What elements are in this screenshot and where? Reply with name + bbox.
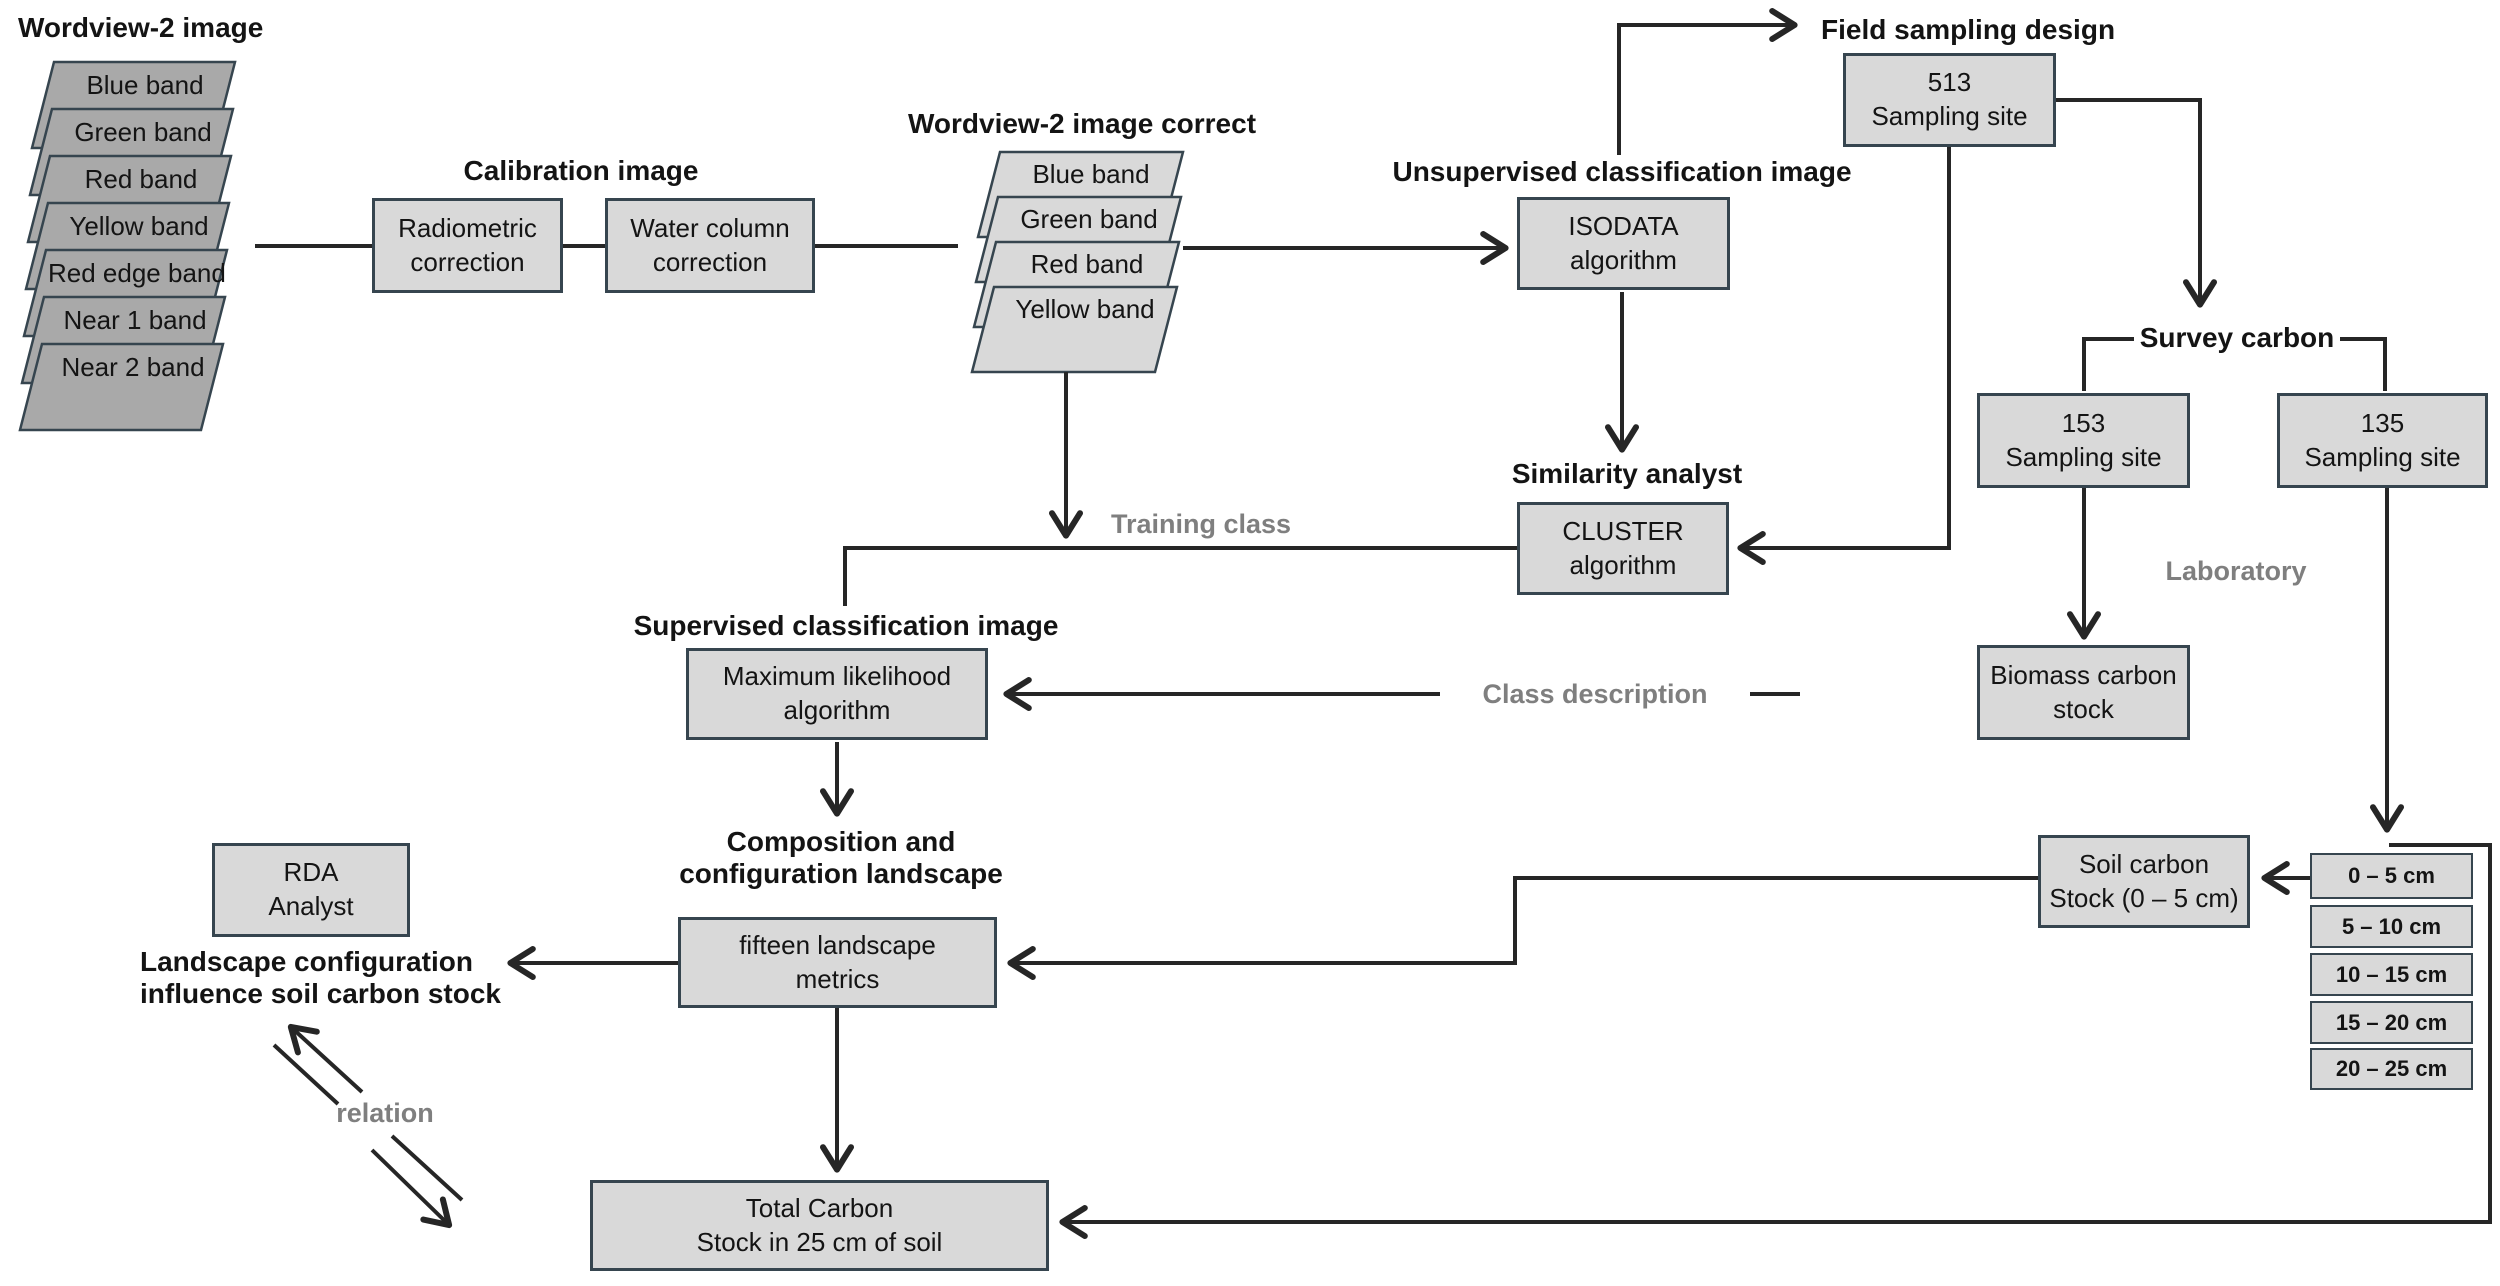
box-line: Stock (0 – 5 cm) xyxy=(2049,882,2239,913)
landscape-line2: influence soil carbon stock xyxy=(140,978,501,1010)
title-supervised: Supervised classification image xyxy=(633,610,1059,641)
box-line: CLUSTER xyxy=(1562,515,1684,546)
title-worldview2-correct: Wordview-2 image correct xyxy=(907,108,1257,139)
band-label: Red band xyxy=(1030,249,1144,279)
band-label: Red edge band xyxy=(48,258,226,288)
depth-box-20-25: 20 – 25 cm xyxy=(2310,1048,2473,1090)
box-line: algorithm xyxy=(1569,549,1677,580)
box-line: 135 xyxy=(2360,407,2405,438)
box-water-column-correction: Water column correction xyxy=(605,198,815,293)
title-calibration-image: Calibration image xyxy=(463,155,699,186)
band-label: Green band xyxy=(74,117,212,147)
band-label: Green band xyxy=(1020,204,1158,234)
band-label: Blue band xyxy=(86,70,204,100)
band-label: Near 1 band xyxy=(63,305,207,335)
box-line: Sampling site xyxy=(2304,441,2461,472)
box-513-sampling-site: 513 Sampling site xyxy=(1843,53,2056,147)
title-composition-landscape: Composition and configuration landscape xyxy=(641,826,1041,890)
box-line: Stock in 25 cm of soil xyxy=(696,1226,943,1257)
box-line: Sampling site xyxy=(2005,441,2162,472)
band-label: Yellow band xyxy=(69,211,209,241)
box-soil-carbon-stock: Soil carbon Stock (0 – 5 cm) xyxy=(2038,835,2250,928)
landscape-line1: Landscape configuration xyxy=(140,946,473,977)
box-line: correction xyxy=(652,246,768,277)
box-total-carbon-stock: Total Carbon Stock in 25 cm of soil xyxy=(590,1180,1049,1271)
box-line: Radiometric xyxy=(398,212,537,243)
box-line: RDA xyxy=(283,857,339,888)
label-relation: relation xyxy=(336,1098,434,1128)
composition-line1: Composition and xyxy=(726,826,956,857)
band-label: Blue band xyxy=(1032,159,1150,189)
connectors xyxy=(255,8,2492,1239)
band-label: Near 2 band xyxy=(61,352,205,382)
depth-box-0-5: 0 – 5 cm xyxy=(2310,853,2473,899)
box-line: Biomass carbon xyxy=(1990,659,2177,690)
box-line: Analyst xyxy=(268,891,354,921)
label-class-description: Class description xyxy=(1482,679,1708,709)
box-fifteen-landscape-metrics: fifteen landscape metrics xyxy=(678,917,997,1008)
box-isodata-algorithm: ISODATA algorithm xyxy=(1517,197,1730,290)
title-worldview2-image: Wordview-2 image xyxy=(18,12,264,43)
depth-box-10-15: 10 – 15 cm xyxy=(2310,953,2473,996)
band-label: Red band xyxy=(84,164,198,194)
box-line: Maximum likelihood xyxy=(722,661,952,692)
label-training-class: Training class xyxy=(1110,509,1292,539)
box-maximum-likelihood: Maximum likelihood algorithm xyxy=(686,648,988,740)
worldview2-image-stack xyxy=(18,60,237,432)
title-similarity-analyst: Similarity analyst xyxy=(1511,458,1743,489)
box-line: algorithm xyxy=(783,695,891,725)
box-radiometric-correction: Radiometric correction xyxy=(372,198,563,293)
box-line: fifteen landscape xyxy=(739,929,936,960)
box-line: Water column xyxy=(630,212,790,243)
box-line: ISODATA xyxy=(1568,210,1679,241)
box-line: Sampling site xyxy=(1871,101,2028,131)
box-line: Total Carbon xyxy=(745,1192,894,1223)
composition-line2: configuration landscape xyxy=(679,858,1003,890)
box-153-sampling-site: 153 Sampling site xyxy=(1977,393,2190,488)
box-biomass-carbon-stock: Biomass carbon stock xyxy=(1977,645,2190,740)
worldview2-correct-stack xyxy=(970,150,1185,374)
title-landscape-influence: Landscape configuration influence soil c… xyxy=(140,946,560,1010)
label-laboratory: Laboratory xyxy=(2165,556,2307,586)
box-line: algorithm xyxy=(1570,244,1677,275)
box-line: 513 xyxy=(1927,67,1972,98)
box-line: Soil carbon xyxy=(2078,848,2210,879)
title-field-sampling-design: Field sampling design xyxy=(1821,14,2116,45)
depth-box-5-10: 5 – 10 cm xyxy=(2310,905,2473,948)
band-label: Yellow band xyxy=(1015,294,1155,324)
box-line: metrics xyxy=(795,963,880,994)
title-survey-carbon: Survey carbon xyxy=(2139,322,2335,353)
box-line: 153 xyxy=(2061,407,2106,438)
box-cluster-algorithm: CLUSTER algorithm xyxy=(1517,502,1729,595)
title-unsupervised: Unsupervised classification image xyxy=(1392,156,1852,187)
box-rda-analyst: RDA Analyst xyxy=(212,843,410,937)
box-line: correction xyxy=(410,246,525,277)
box-line: stock xyxy=(2053,693,2114,724)
depth-box-15-20: 15 – 20 cm xyxy=(2310,1001,2473,1044)
box-135-sampling-site: 135 Sampling site xyxy=(2277,393,2488,488)
